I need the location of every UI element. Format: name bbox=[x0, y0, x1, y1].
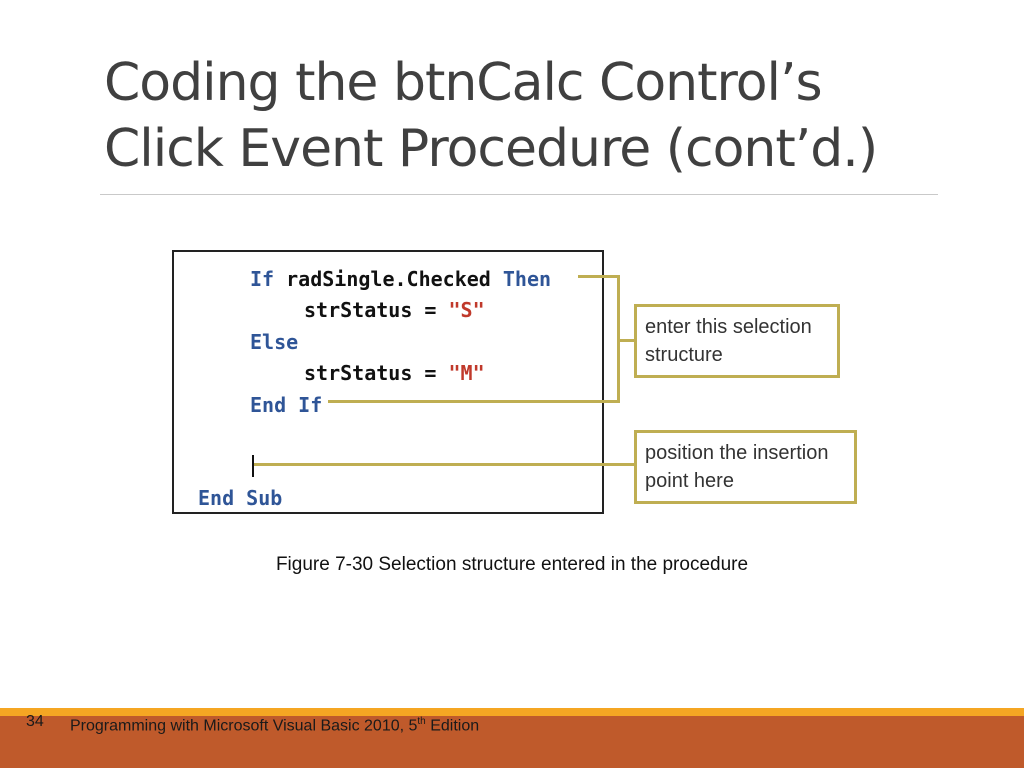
connector-to-callout bbox=[617, 339, 637, 342]
code-line-3: Else bbox=[250, 330, 298, 354]
code-string: "M" bbox=[448, 361, 485, 385]
title-divider bbox=[100, 194, 938, 195]
callout-selection-structure: enter this selection structure bbox=[634, 304, 840, 378]
insertion-point-caret bbox=[252, 455, 254, 477]
callout-text-line-1: position the insertion bbox=[645, 442, 829, 464]
slide-title-line-1: Coding the btnCalc Control’s bbox=[104, 53, 823, 113]
code-keyword: Else bbox=[250, 330, 299, 354]
code-text: radSingle.Checked bbox=[274, 267, 503, 291]
code-keyword: If bbox=[298, 393, 323, 417]
slide-number: 34 bbox=[26, 713, 44, 730]
footer-text-suffix: Edition bbox=[425, 717, 480, 735]
figure: If radSingle.Checked Then strStatus = "S… bbox=[172, 250, 862, 520]
code-line-7: End Sub bbox=[198, 486, 282, 510]
callout-text-line-1: enter this selection bbox=[645, 316, 812, 338]
callout-text-line-2: structure bbox=[645, 344, 723, 366]
code-box: If radSingle.Checked Then strStatus = "S… bbox=[172, 250, 604, 514]
code-keyword: End bbox=[250, 393, 287, 417]
footer-bar bbox=[0, 716, 1024, 768]
footer-text: Programming with Microsoft Visual Basic … bbox=[70, 716, 479, 735]
callout-insertion-point: position the insertion point here bbox=[634, 430, 857, 504]
slide-title: Coding the btnCalc Control’s Click Event… bbox=[104, 50, 944, 182]
code-line-1: If radSingle.Checked Then bbox=[250, 267, 551, 291]
figure-caption: Figure 7-30 Selection structure entered … bbox=[275, 554, 749, 575]
code-keyword: End bbox=[198, 486, 235, 510]
footer-text-prefix: Programming with Microsoft Visual Basic … bbox=[70, 717, 418, 735]
code-keyword: Then bbox=[502, 267, 552, 291]
code-keyword: Sub bbox=[246, 486, 283, 510]
connector-end-if bbox=[328, 400, 620, 403]
code-string: "S" bbox=[448, 298, 485, 322]
code-text: strStatus = bbox=[304, 298, 449, 322]
slide-title-line-2: Click Event Procedure (cont’d.) bbox=[104, 119, 878, 179]
connector-insertion bbox=[254, 463, 636, 466]
code-keyword: If bbox=[250, 267, 275, 291]
code-line-5: End If bbox=[250, 393, 322, 417]
code-line-2: strStatus = "S" bbox=[304, 298, 485, 322]
footer-accent-bar bbox=[0, 708, 1024, 716]
code-text: strStatus = bbox=[304, 361, 449, 385]
connector-then bbox=[578, 275, 620, 278]
footer-text-superscript: th bbox=[417, 716, 426, 727]
callout-text-line-2: point here bbox=[645, 470, 734, 492]
code-line-4: strStatus = "M" bbox=[304, 361, 485, 385]
